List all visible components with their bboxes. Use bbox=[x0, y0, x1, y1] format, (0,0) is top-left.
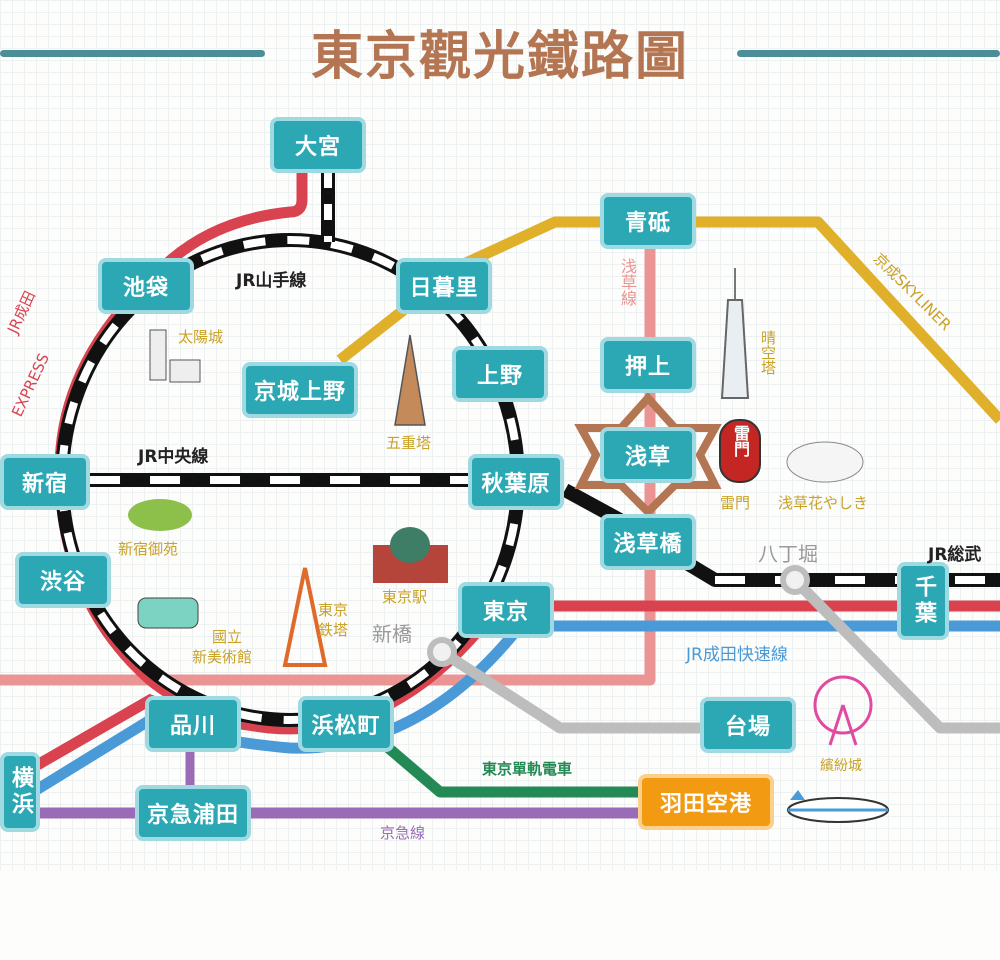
line-label-keikyu: 京急線 bbox=[380, 824, 426, 842]
station-shinagawa[interactable]: 品川 bbox=[145, 696, 241, 752]
station-oshiage[interactable]: 押上 bbox=[600, 337, 696, 393]
line-label-narita-rapid: JR成田快速線 bbox=[686, 645, 788, 665]
national-art-center-icon bbox=[137, 597, 199, 629]
tokyo-tower-icon bbox=[282, 567, 328, 667]
station-yokohama[interactable]: 横浜 bbox=[0, 752, 40, 832]
line-monorail bbox=[381, 740, 660, 798]
station-hamamatsucho[interactable]: 浜松町 bbox=[298, 696, 394, 752]
station-chiba[interactable]: 千葉 bbox=[897, 562, 949, 640]
landmark-label-tokyo-station: 東京駅 bbox=[382, 588, 428, 606]
landmark-label-hanayashiki: 浅草花やしき bbox=[778, 494, 869, 512]
line-label-chuo: JR中央線 bbox=[138, 447, 209, 467]
landmark-label-kaminarimon: 雷門 bbox=[720, 494, 751, 512]
shinjuku-gyoen-icon bbox=[128, 499, 192, 531]
station-nippori[interactable]: 日暮里 bbox=[396, 258, 492, 314]
station-ikebukuro[interactable]: 池袋 bbox=[98, 258, 194, 314]
station-asakusa[interactable]: 浅草 bbox=[600, 427, 696, 483]
station-ueno[interactable]: 上野 bbox=[452, 346, 548, 402]
station-shibuya[interactable]: 渋谷 bbox=[15, 552, 111, 608]
landmark-label-skytree: 晴空塔 bbox=[759, 330, 777, 375]
pagoda-icon bbox=[394, 334, 426, 426]
airplane-icon bbox=[787, 790, 889, 823]
station-omiya[interactable]: 大宮 bbox=[270, 117, 366, 173]
station-label-shimbashi: 新橋 bbox=[372, 622, 412, 646]
line-label-asakusa: 浅草線 bbox=[618, 258, 637, 306]
station-keisei-ueno[interactable]: 京城上野 bbox=[242, 362, 358, 418]
station-akihabara[interactable]: 秋葉原 bbox=[468, 454, 564, 510]
station-label-hatchobori: 八丁堀 bbox=[758, 542, 818, 566]
landmark-label-shinjuku-gyoen: 新宿御苑 bbox=[118, 540, 179, 558]
landmark-label-art-center-2: 新美術館 bbox=[192, 648, 253, 666]
landmark-label-palette-town: 繽紛城 bbox=[820, 758, 862, 774]
station-tokyo[interactable]: 東京 bbox=[458, 582, 554, 638]
tokyo-station-building-icon bbox=[373, 527, 448, 583]
landmark-label-pagoda: 五重塔 bbox=[386, 434, 432, 452]
line-yurikamome-1 bbox=[439, 647, 745, 734]
station-aoto[interactable]: 青砥 bbox=[600, 193, 696, 249]
station-odaiba[interactable]: 台場 bbox=[700, 697, 796, 753]
skytree-icon bbox=[720, 268, 750, 399]
ferris-wheel-icon bbox=[813, 675, 873, 746]
line-label-yamanote: JR山手線 bbox=[236, 271, 307, 291]
kaminarimon-lantern-icon bbox=[719, 419, 761, 483]
title-bar-left bbox=[0, 50, 265, 57]
landmark-label-sunshine: 太陽城 bbox=[178, 328, 224, 346]
station-marker-hatchobori bbox=[780, 565, 810, 595]
station-asakusabashi[interactable]: 浅草橋 bbox=[600, 514, 696, 570]
title-bar-right bbox=[737, 50, 1000, 57]
line-yurikamome-2 bbox=[791, 576, 1000, 734]
kaminarimon-lantern-text: 雷門 bbox=[731, 425, 750, 457]
station-marker-shimbashi bbox=[427, 637, 457, 667]
map-title: 東京觀光鐵路圖 bbox=[310, 27, 689, 87]
asakusa-highlight-star bbox=[574, 392, 722, 518]
landmark-label-art-center-1: 國立 bbox=[212, 628, 243, 646]
line-label-sobu: JR総武 bbox=[928, 545, 982, 565]
station-keikyu-kamata[interactable]: 京急浦田 bbox=[135, 785, 251, 841]
sunshine-building-icon bbox=[149, 329, 201, 383]
station-shinjuku[interactable]: 新宿 bbox=[0, 454, 90, 510]
hanayashiki-icon bbox=[786, 441, 864, 483]
station-haneda-airport[interactable]: 羽田空港 bbox=[638, 774, 774, 830]
line-label-monorail: 東京單軌電車 bbox=[482, 760, 573, 778]
line-keisei-skyliner bbox=[336, 216, 1000, 424]
landmark-label-tokyo-tower: 東京鉄塔 bbox=[318, 601, 349, 639]
